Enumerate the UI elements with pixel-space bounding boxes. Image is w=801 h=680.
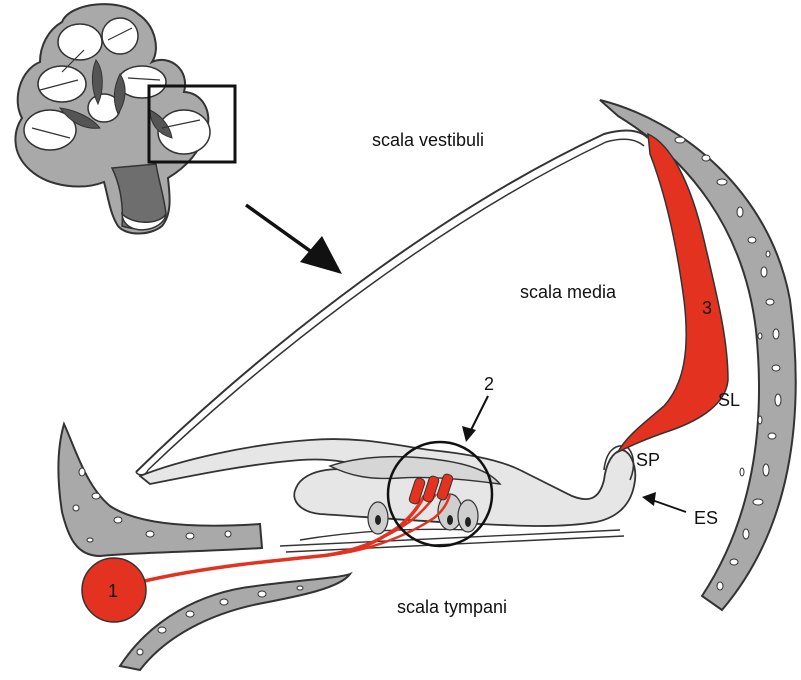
label-sp: SP <box>636 450 660 470</box>
label-number-3: 3 <box>702 298 712 318</box>
pointer-arrow-es <box>642 492 686 512</box>
label-number-2: 2 <box>484 374 494 394</box>
left-bone-lower <box>120 574 350 670</box>
label-sl: SL <box>718 390 740 410</box>
label-scala-tympani: scala tympani <box>397 597 507 617</box>
pointer-arrow-2 <box>462 396 488 442</box>
label-scala-media: scala media <box>520 282 617 302</box>
basilar-membrane <box>280 529 624 552</box>
cochlea-overview-inset <box>15 4 235 233</box>
label-scala-vestibuli: scala vestibuli <box>372 130 484 150</box>
overview-to-detail-arrow <box>246 205 342 274</box>
label-number-1: 1 <box>108 581 118 601</box>
reissner-membrane-inner <box>148 139 644 470</box>
left-bone-upper <box>59 424 263 556</box>
label-es: ES <box>694 508 718 528</box>
